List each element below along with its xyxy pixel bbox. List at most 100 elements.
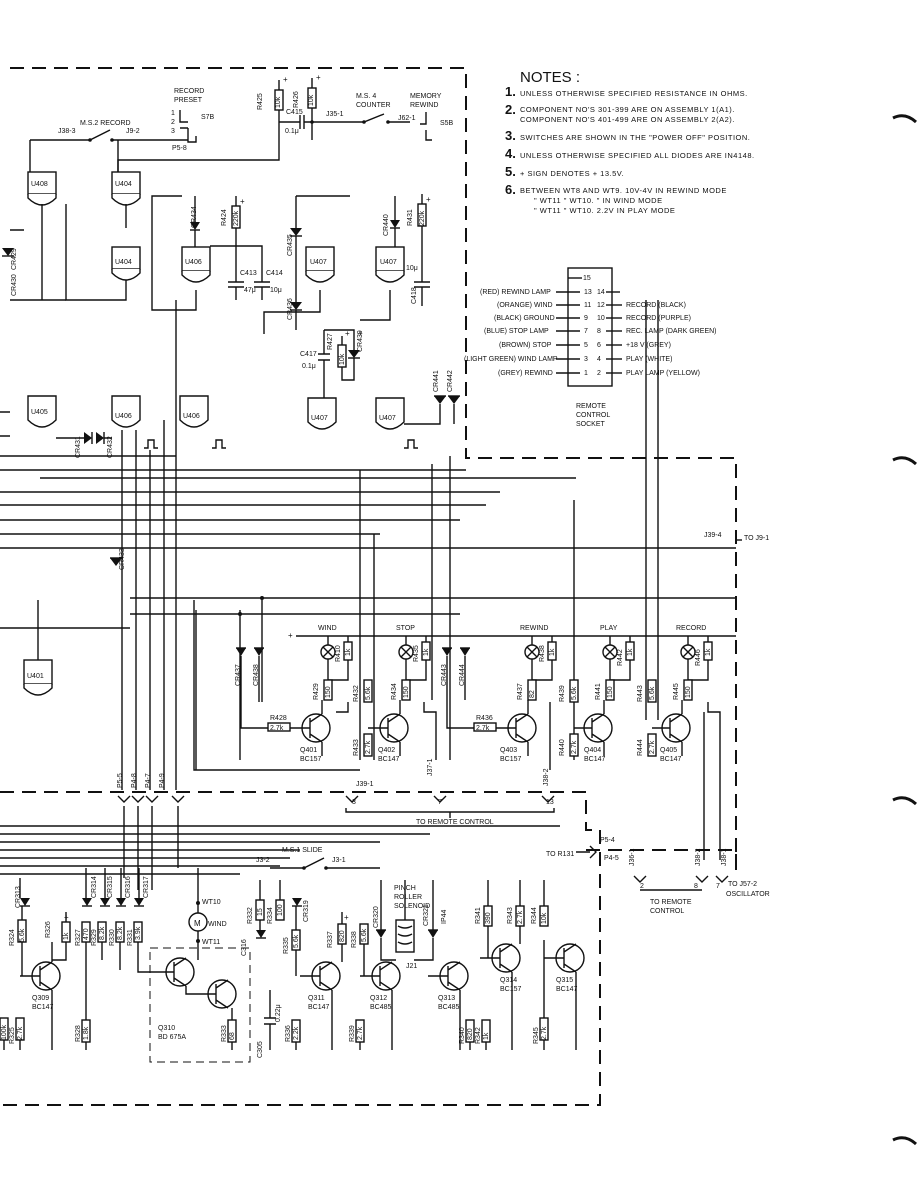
svg-text:R438: R438 (539, 645, 546, 662)
svg-text:U407: U407 (311, 415, 328, 422)
svg-text:RECORD (BLACK): RECORD (BLACK) (626, 302, 686, 309)
lamp-record (680, 644, 696, 660)
svg-text:5.: 5. (505, 164, 516, 179)
svg-text:7: 7 (584, 328, 588, 335)
svg-text:IP44: IP44 (441, 909, 448, 924)
svg-text:10k: 10k (275, 96, 282, 108)
note-4: UNLESS OTHERWISE SPECIFIED ALL DIODES AR… (520, 151, 755, 160)
svg-text:(BLUE) STOP LAMP: (BLUE) STOP LAMP (484, 328, 549, 335)
svg-text:1k: 1k (483, 1032, 490, 1040)
svg-text:S7B: S7B (201, 114, 215, 121)
svg-text:R431: R431 (407, 209, 414, 226)
svg-text:220k: 220k (419, 210, 426, 226)
svg-text:CR436: CR436 (287, 298, 294, 320)
svg-text:TO R131: TO R131 (546, 851, 574, 858)
r425-resistor: R425 10k (257, 89, 284, 111)
svg-text:BC147: BC147 (584, 756, 606, 763)
svg-text:R427: R427 (327, 333, 334, 350)
svg-text:M.S. 4: M.S. 4 (356, 93, 376, 100)
svg-text:J38-2: J38-2 (695, 848, 702, 866)
svg-text:C415: C415 (286, 109, 303, 116)
svg-text:R410: R410 (335, 645, 342, 662)
assembly-boundary-a2 (10, 67, 737, 870)
note-3: SWITCHES ARE SHOWN IN THE "POWER OFF" PO… (520, 133, 750, 142)
svg-text:CR437: CR437 (235, 664, 242, 686)
svg-text:5.6k: 5.6k (19, 928, 26, 942)
ic-u401: U401 (23, 659, 53, 696)
svg-text:C413: C413 (240, 270, 257, 277)
svg-text:820: 820 (339, 930, 346, 942)
svg-text:5: 5 (584, 342, 588, 349)
svg-text:WT10: WT10 (202, 899, 221, 906)
svg-text:U404: U404 (115, 181, 132, 188)
svg-text:STOP: STOP (396, 625, 415, 632)
svg-text:+: + (283, 75, 288, 84)
svg-text:Q401: Q401 (300, 747, 317, 754)
svg-text:P4-5: P4-5 (604, 855, 619, 862)
svg-text:CR314: CR314 (91, 876, 98, 898)
svg-text:+: + (288, 631, 293, 640)
svg-text:Q312: Q312 (370, 995, 387, 1002)
svg-text:10: 10 (597, 315, 605, 322)
svg-text:(LIGHT GREEN) WIND LAMP: (LIGHT GREEN) WIND LAMP (464, 356, 558, 363)
svg-text:J21: J21 (406, 963, 417, 970)
svg-text:J3-2: J3-2 (256, 857, 270, 864)
svg-text:CR313: CR313 (15, 886, 22, 908)
svg-text:Q311: Q311 (308, 995, 325, 1002)
lamp-driver-section: + WIND STOP REWIND PLAY RECORD CR437 CR4… (117, 600, 736, 860)
svg-text:CR430: CR430 (11, 274, 18, 296)
svg-text:M.S.2 RECORD: M.S.2 RECORD (80, 120, 131, 127)
svg-text:J38-2: J38-2 (543, 768, 550, 786)
svg-text:PLAY (WHITE): PLAY (WHITE) (626, 356, 672, 363)
svg-text:11: 11 (584, 302, 591, 309)
svg-text:C417: C417 (300, 351, 317, 358)
svg-text:PLAY: PLAY (600, 625, 618, 632)
svg-text:8.2k: 8.2k (117, 926, 124, 940)
svg-text:COMPONENT NO'S 401-499 ARE ON: COMPONENT NO'S 401-499 ARE ON ASSEMBLY 2… (520, 115, 735, 124)
svg-text:BC485: BC485 (370, 1004, 392, 1011)
svg-text:1.: 1. (505, 84, 516, 99)
svg-text:150: 150 (607, 686, 614, 698)
svg-text:R428: R428 (270, 715, 287, 722)
svg-text:TO J57-2: TO J57-2 (728, 881, 757, 888)
svg-text:R328: R328 (75, 1025, 82, 1042)
svg-text:CR321: CR321 (423, 904, 430, 926)
svg-text:R446: R446 (695, 649, 702, 666)
svg-text:1k: 1k (549, 648, 556, 656)
svg-text:3: 3 (171, 128, 175, 135)
svg-text:15: 15 (583, 275, 591, 282)
svg-text:150: 150 (403, 686, 410, 698)
svg-text:M.S.1 SLIDE: M.S.1 SLIDE (282, 847, 323, 854)
svg-text:REWIND: REWIND (410, 102, 438, 109)
ic-u404-b: U404 (111, 246, 141, 281)
svg-text:P5-5: P5-5 (117, 773, 124, 788)
ic-u407-c: U407 (307, 397, 337, 430)
svg-text:Q404: Q404 (584, 747, 601, 754)
svg-text:R433: R433 (353, 739, 360, 756)
svg-text:+: + (316, 73, 321, 82)
svg-text:1k: 1k (705, 648, 712, 656)
svg-text:CR438: CR438 (253, 664, 260, 686)
svg-text:TO J9-1: TO J9-1 (744, 535, 769, 542)
svg-text:820: 820 (467, 1028, 474, 1040)
ic-u406-a: U406 (181, 246, 211, 283)
svg-text:P5-4: P5-4 (600, 837, 615, 844)
svg-text:CR435: CR435 (287, 234, 294, 256)
svg-text:BC147: BC147 (556, 986, 578, 993)
svg-text:PLAY LAMP (YELLOW): PLAY LAMP (YELLOW) (626, 370, 700, 377)
ic-u404-a: U404 (111, 171, 141, 206)
socket-left-pins: 13(RED) REWIND LAMP 11(ORANGE) WIND 9(BL… (464, 289, 592, 377)
svg-text:0.1μ: 0.1μ (285, 128, 299, 135)
svg-text:6.: 6. (505, 182, 516, 197)
svg-text:PRESET: PRESET (174, 97, 203, 104)
svg-text:68: 68 (229, 1032, 236, 1040)
svg-text:CONTROL: CONTROL (650, 908, 684, 915)
svg-text:J38-3: J38-3 (58, 128, 76, 135)
svg-text:R345: R345 (533, 1027, 540, 1044)
